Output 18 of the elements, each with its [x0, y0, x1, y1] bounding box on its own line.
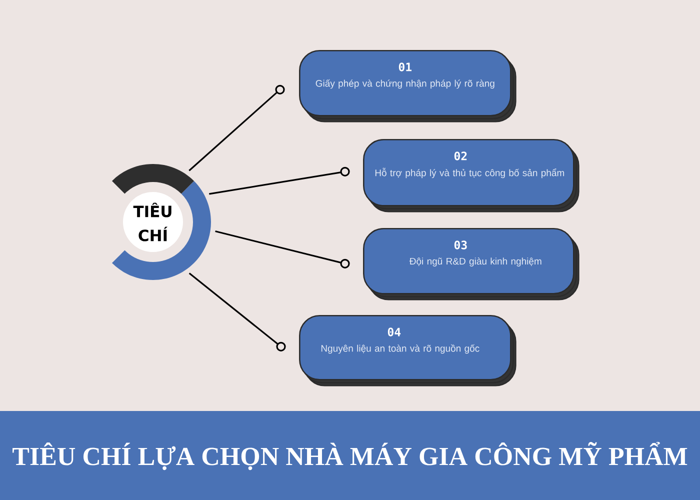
- step-box: [299, 315, 516, 386]
- step-box: [363, 139, 580, 212]
- step-text: Hỗ trợ pháp lý và thủ tục công bố sản phẩm: [375, 168, 564, 178]
- step-number: 04: [388, 328, 401, 336]
- step-text: Đội ngũ R&D giàu kinh nghiệm: [409, 258, 542, 266]
- connector-line: [188, 272, 286, 352]
- connector-line: [209, 166, 350, 195]
- step-box: [299, 50, 516, 122]
- step-text: Nguyên liệu an toàn và rõ nguồn gốc: [321, 344, 480, 354]
- step-number: 03: [454, 240, 467, 250]
- ring-badge: TIÊU CHÍ: [112, 164, 211, 280]
- title-banner: TIÊU CHÍ LỰA CHỌN NHÀ MÁY GIA CÔNG MỸ PHẨM: [0, 411, 700, 500]
- step-text: Giấy phép và chứng nhận pháp lý rõ ràng: [316, 79, 494, 89]
- step-box: [363, 228, 580, 300]
- step-number: 02: [454, 152, 467, 160]
- connector-line: [188, 84, 285, 172]
- step-number: 01: [398, 62, 412, 72]
- connector-line: [215, 230, 350, 268]
